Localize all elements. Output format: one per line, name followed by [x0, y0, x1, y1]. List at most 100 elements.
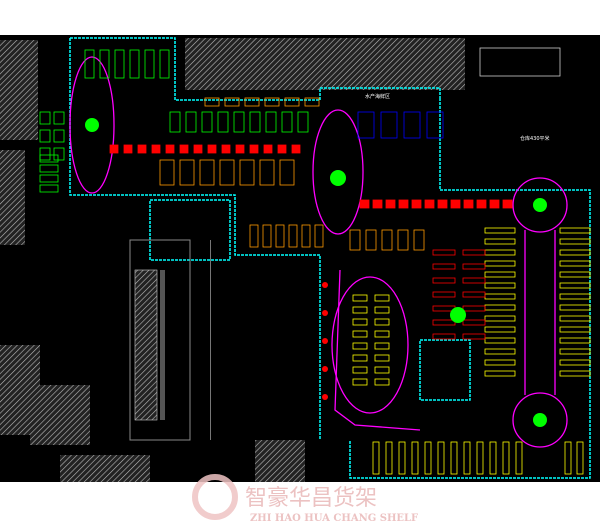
snack-table	[352, 378, 368, 386]
bulk-bin	[279, 159, 295, 186]
promo-stand	[322, 366, 328, 372]
aisle-shelf	[365, 229, 377, 251]
tree-icon	[450, 307, 466, 323]
counter	[224, 97, 240, 107]
grocery-shelf	[463, 441, 471, 475]
grocery-shelf	[424, 441, 432, 475]
display-table	[151, 144, 161, 154]
snack-table	[352, 318, 368, 326]
existing-buildings	[0, 38, 561, 482]
gondola-shelf	[559, 271, 591, 278]
produce-shelf	[99, 49, 110, 79]
aisle-shelf	[288, 224, 298, 248]
gondola-shelf	[484, 370, 516, 377]
display-table	[411, 199, 422, 209]
display-table	[179, 144, 189, 154]
produce-shelf	[249, 111, 261, 133]
promo-stand	[322, 394, 328, 400]
dairy-shelf	[462, 291, 486, 298]
produce-shelf	[114, 49, 125, 79]
aisle-shelf	[275, 224, 285, 248]
snack-table	[352, 354, 368, 362]
display-table	[463, 199, 474, 209]
produce-bin	[39, 111, 51, 125]
snack-table	[374, 342, 390, 350]
snack-table	[374, 354, 390, 362]
bulk-bin	[179, 159, 195, 186]
fixtures	[39, 49, 591, 475]
snack-table	[352, 294, 368, 302]
gondola-shelf	[484, 282, 516, 289]
grocery-shelf	[385, 441, 393, 475]
gondola-shelf	[559, 370, 591, 377]
watermark: 智豪华昌货架 ZHI HAO HUA CHANG SHELF	[192, 474, 418, 524]
produce-shelf	[217, 111, 229, 133]
produce-shelf	[84, 49, 95, 79]
store-walls	[69, 37, 591, 479]
gondola-shelf	[484, 260, 516, 267]
display-table	[137, 144, 147, 154]
display-table	[359, 199, 370, 209]
snack-table	[374, 306, 390, 314]
snack-table	[352, 366, 368, 374]
display-table	[398, 199, 409, 209]
aisle-shelf	[249, 224, 259, 248]
gondola-shelf	[559, 315, 591, 322]
snack-table	[374, 366, 390, 374]
produce-shelf	[129, 49, 140, 79]
grocery-shelf	[489, 441, 497, 475]
produce-shelf	[185, 111, 197, 133]
bulk-bin	[159, 159, 175, 186]
freezer-case	[357, 111, 375, 139]
grocery-shelf	[576, 441, 584, 475]
dairy-shelf	[432, 263, 456, 270]
snack-table	[374, 294, 390, 302]
freezer-case	[380, 111, 398, 139]
tree-icon	[533, 198, 547, 212]
watermark-title: 智豪华昌货架	[245, 486, 377, 511]
dairy-shelf	[462, 249, 486, 256]
grocery-shelf	[502, 441, 510, 475]
display-table	[385, 199, 396, 209]
grocery-shelf	[515, 441, 523, 475]
display-table	[476, 199, 487, 209]
gondola-shelf	[559, 293, 591, 300]
grocery-shelf	[476, 441, 484, 475]
display-table	[372, 199, 383, 209]
seafood-area-label: 水产海鲜区	[365, 93, 390, 100]
escalator-block	[129, 239, 211, 441]
counter	[284, 97, 300, 107]
dairy-shelf	[432, 249, 456, 256]
aisle-shelf	[349, 229, 361, 251]
plan-background	[0, 35, 600, 482]
warehouse-label: 仓库430平米	[520, 135, 550, 142]
bulk-bin	[199, 159, 215, 186]
gondola-shelf	[559, 337, 591, 344]
dairy-shelf	[462, 333, 486, 340]
produce-bin	[53, 147, 65, 161]
gondola-shelf	[559, 282, 591, 289]
display-table	[249, 144, 259, 154]
counter	[204, 97, 220, 107]
gondola-shelf	[484, 348, 516, 355]
promo-stand	[322, 338, 328, 344]
grocery-shelf	[450, 441, 458, 475]
display-table	[207, 144, 217, 154]
produce-shelf	[169, 111, 181, 133]
gondola-shelf	[559, 348, 591, 355]
aisle-shelf	[301, 224, 311, 248]
snack-table	[374, 330, 390, 338]
dairy-shelf	[432, 277, 456, 284]
snack-table	[374, 318, 390, 326]
tree-icon	[85, 118, 99, 132]
walkways	[69, 56, 568, 448]
display-table	[291, 144, 301, 154]
snack-table	[352, 342, 368, 350]
display-table	[277, 144, 287, 154]
produce-bin	[39, 184, 59, 193]
aisle-shelf	[314, 224, 324, 248]
produce-bin	[39, 174, 59, 183]
produce-shelf	[201, 111, 213, 133]
dairy-shelf	[462, 277, 486, 284]
